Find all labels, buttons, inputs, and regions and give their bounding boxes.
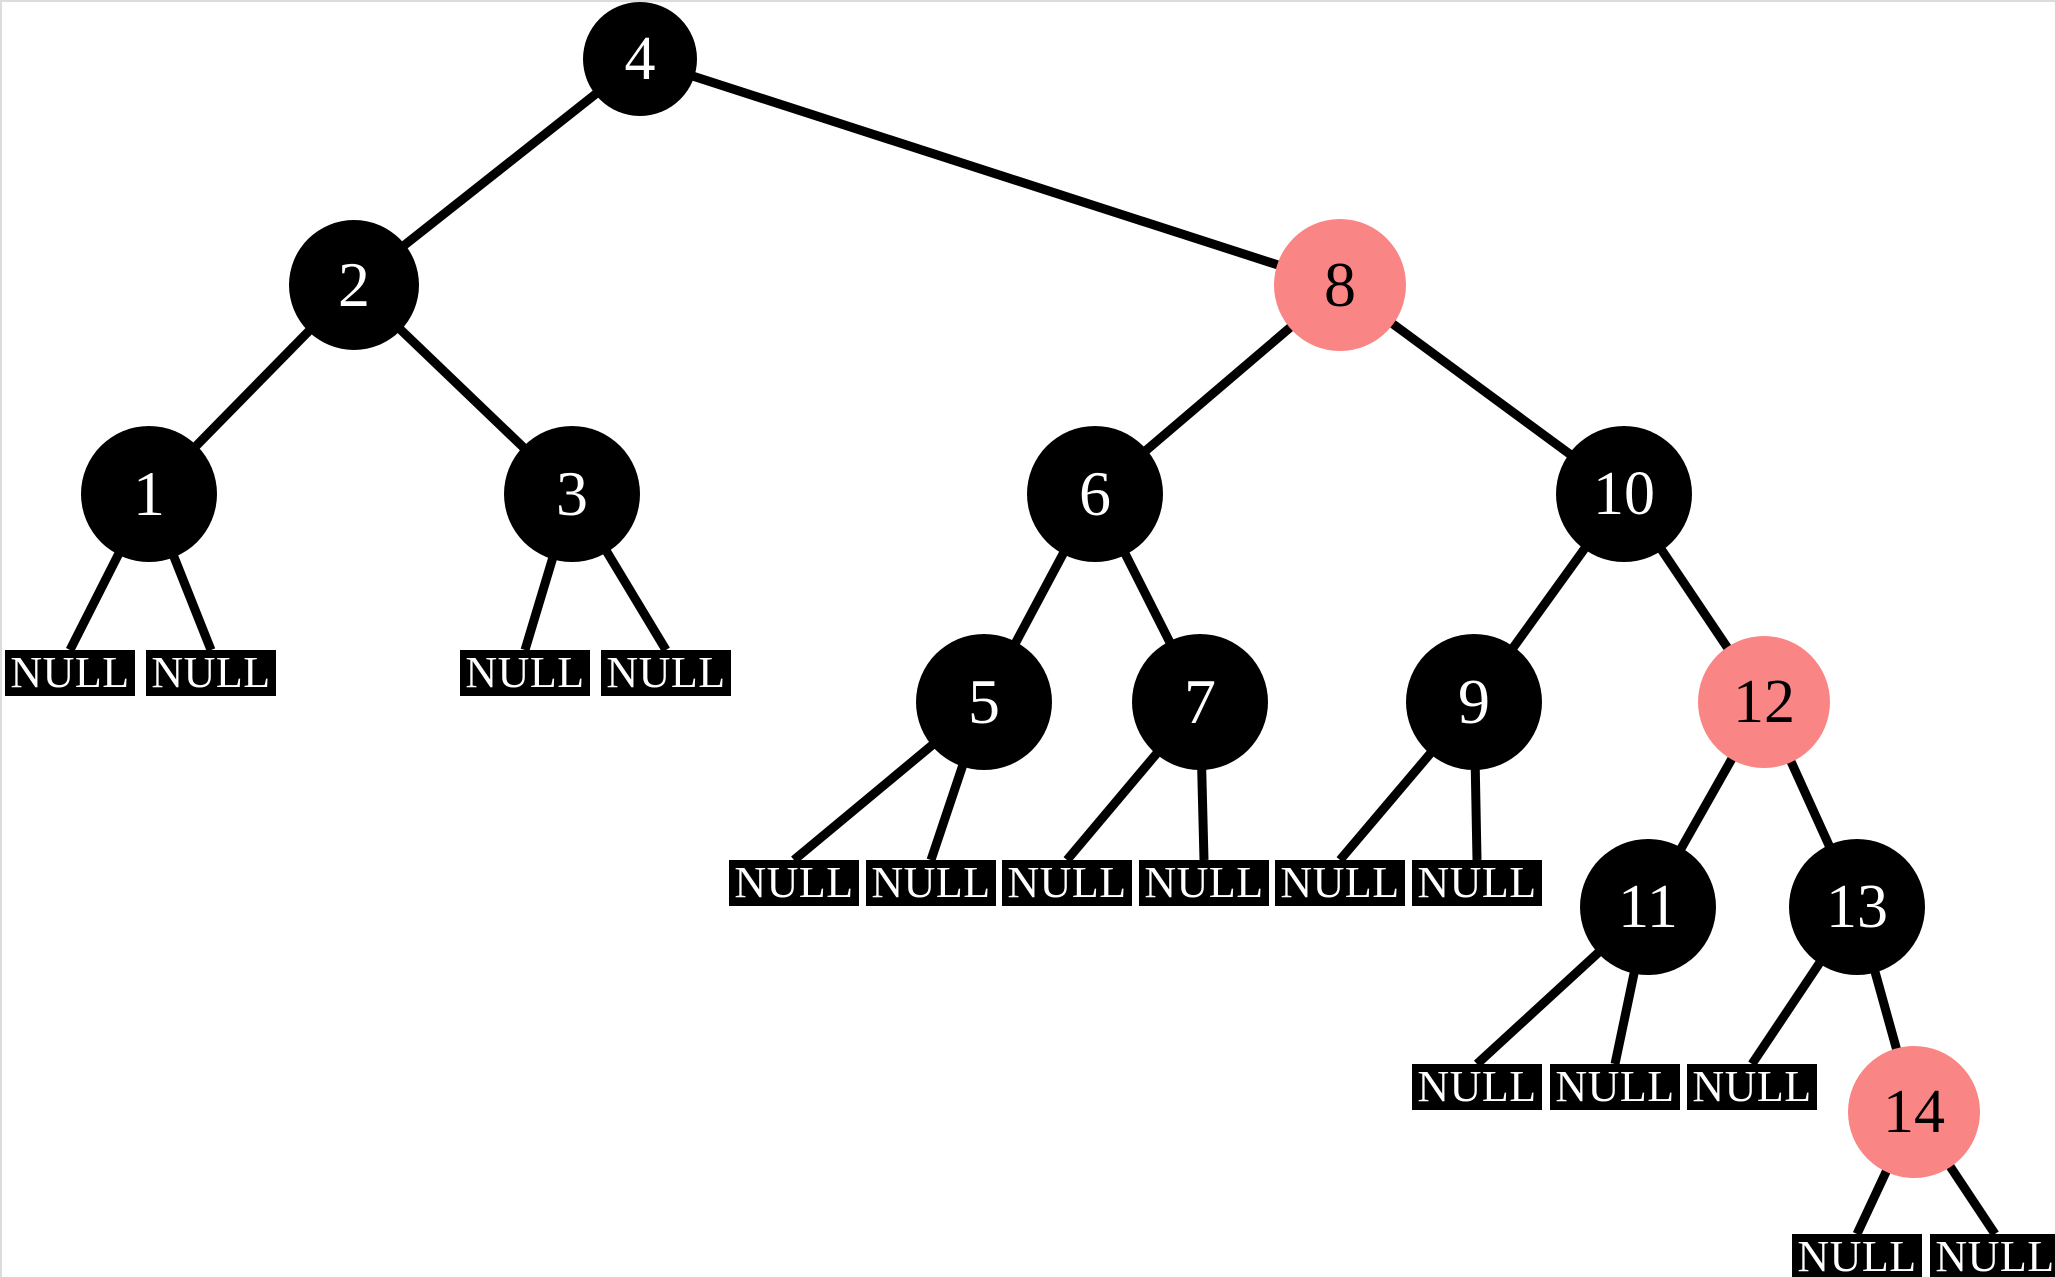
tree-node-14[interactable]: 14 — [1848, 1046, 1980, 1178]
null-leaf: NULL — [601, 650, 731, 696]
null-leaf: NULL — [1275, 860, 1405, 906]
tree-node-label: 8 — [1324, 249, 1356, 320]
tree-node-4[interactable]: 4 — [583, 2, 697, 116]
null-leaf: NULL — [460, 650, 590, 696]
tree-node-7[interactable]: 7 — [1132, 634, 1268, 770]
tree-node-label: 10 — [1593, 460, 1655, 528]
tree-node-label: 6 — [1079, 458, 1111, 529]
tree-node-1[interactable]: 1 — [81, 426, 217, 562]
null-leaf: NULL — [1792, 1234, 1922, 1277]
null-leaf: NULL — [1412, 1064, 1542, 1110]
tree-node-label: 7 — [1184, 666, 1216, 737]
null-leaf: NULL — [1002, 860, 1132, 906]
tree-node-label: 3 — [556, 458, 588, 529]
tree-node-3[interactable]: 3 — [504, 426, 640, 562]
null-leaf: NULL — [866, 860, 996, 906]
tree-node-label: 5 — [968, 666, 1000, 737]
tree-node-label: 14 — [1883, 1078, 1945, 1146]
null-leaf: NULL — [1412, 860, 1542, 906]
tree-node-label: 9 — [1458, 666, 1490, 737]
tree-node-12[interactable]: 12 — [1698, 636, 1830, 768]
tree-edge-n4-n8 — [638, 54, 1342, 290]
null-leaf: NULL — [5, 650, 135, 696]
tree-node-label: 11 — [1618, 873, 1678, 941]
tree-node-label: 13 — [1826, 873, 1888, 941]
tree-node-label: 12 — [1733, 668, 1795, 736]
tree-node-label: 1 — [133, 458, 165, 529]
tree-node-10[interactable]: 10 — [1556, 426, 1692, 562]
tree-node-11[interactable]: 11 — [1580, 839, 1716, 975]
tree-node-13[interactable]: 13 — [1789, 839, 1925, 975]
null-leaf: NULL — [1139, 860, 1269, 906]
tree-node-9[interactable]: 9 — [1406, 634, 1542, 770]
null-leaf: NULL — [1550, 1064, 1680, 1110]
tree-node-label: 4 — [624, 25, 656, 93]
null-leaf: NULL — [729, 860, 859, 906]
tree-node-6[interactable]: 6 — [1027, 426, 1163, 562]
tree-node-label: 2 — [338, 249, 370, 320]
tree-node-2[interactable]: 2 — [289, 220, 419, 350]
tree-node-5[interactable]: 5 — [916, 634, 1052, 770]
null-leaf: NULL — [1687, 1064, 1817, 1110]
tree-node-8[interactable]: 8 — [1274, 219, 1406, 351]
null-leaf: NULL — [1930, 1234, 2055, 1277]
null-leaf: NULL — [146, 650, 276, 696]
